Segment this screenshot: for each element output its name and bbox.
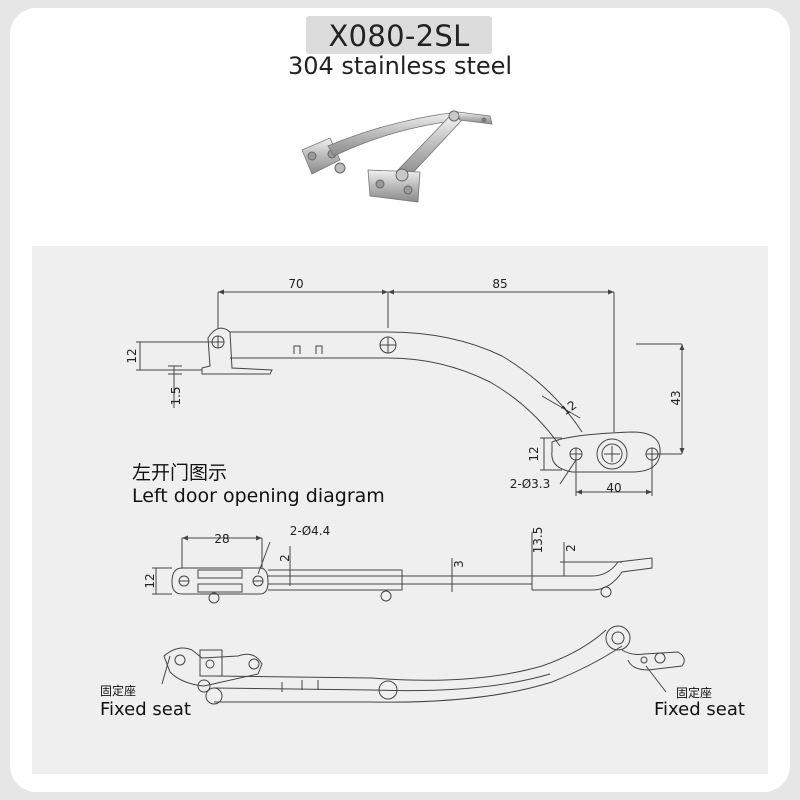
dim-2-left: 2 [278,554,292,562]
caption-chinese: 左开门图示 [132,462,228,484]
dim-3: 3 [452,560,466,568]
hole-label-middle: 2-Ø4.4 [290,524,331,538]
diagram-panel [32,246,768,774]
technical-drawing: 70 85 12 1.5 12 43 12 2-Ø3.3 40 28 2-Ø4.… [125,277,685,705]
dim-12-right: 12 [527,446,541,461]
fixed-seat-right-cn: 固定座 [676,686,713,700]
dim-12-middle: 12 [143,573,157,588]
fixed-seat-right-en: Fixed seat [654,699,745,720]
caption-english: Left door opening diagram [132,485,385,507]
dim-13-5: 13.5 [531,527,545,554]
dim-12-arm: 12 [559,398,580,418]
dim-85: 85 [492,277,507,291]
fixed-seat-left-cn: 固定座 [100,684,137,698]
dim-40: 40 [606,481,621,495]
hole-label-top: 2-Ø3.3 [510,477,551,491]
product-photo [301,110,493,203]
dim-43: 43 [669,390,683,405]
model-tag: X080-2SL [306,16,492,54]
material-label: 304 stainless steel [287,52,513,80]
fixed-seat-left-en: Fixed seat [100,699,191,720]
dim-12-left: 12 [125,348,139,363]
dim-28: 28 [214,532,229,546]
dim-1-5: 1.5 [169,386,183,405]
dim-70: 70 [288,277,303,291]
dim-2-right: 2 [564,544,578,552]
